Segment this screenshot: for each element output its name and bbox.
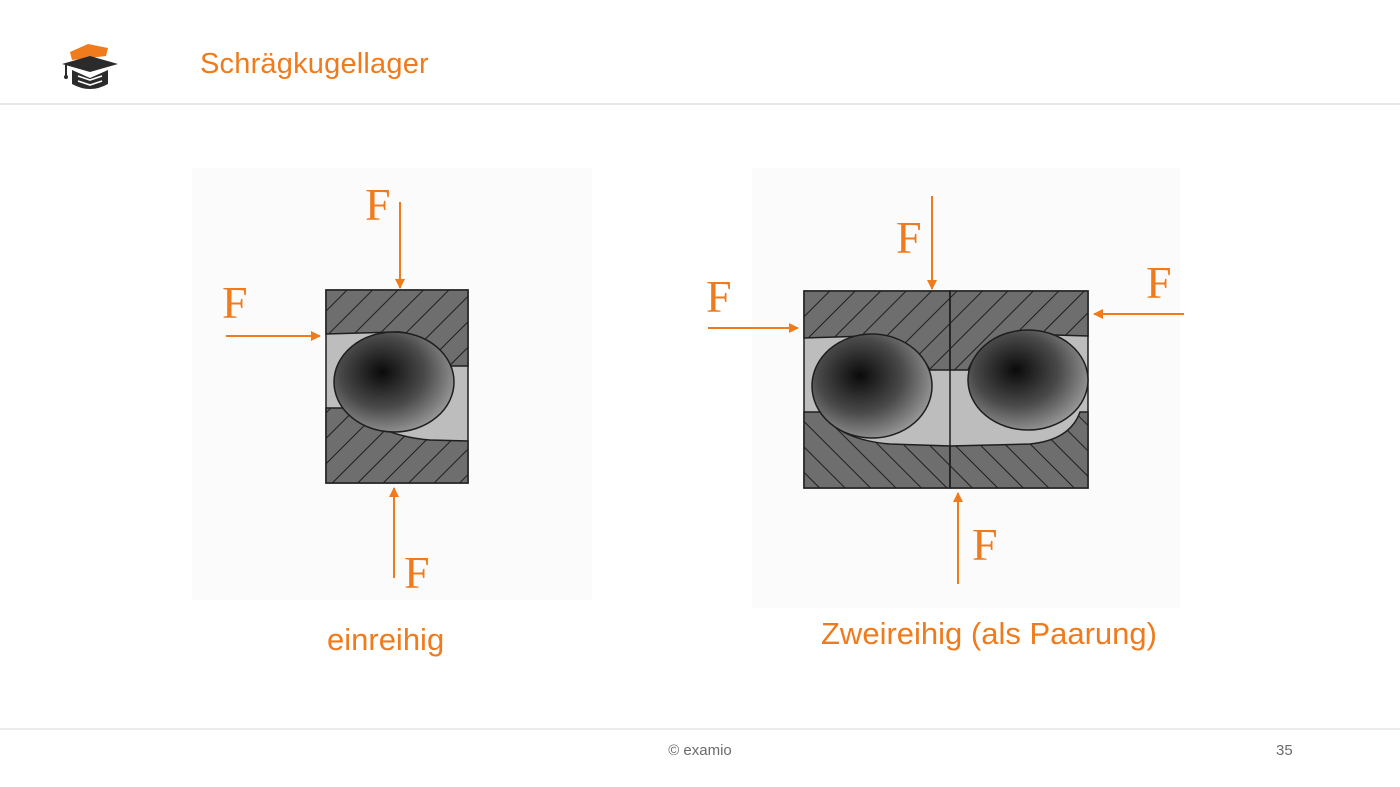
- caption-paired: Zweireihig (als Paarung): [821, 616, 1157, 651]
- force-label: F: [706, 271, 732, 322]
- single-row-bearing: [325, 289, 469, 484]
- paired-bearing: [803, 290, 1089, 489]
- footer-copyright: © examio: [668, 742, 732, 759]
- page-number: 35: [1276, 742, 1293, 759]
- slide-header: Schrägkugellager: [0, 0, 1400, 105]
- force-label: F: [222, 277, 248, 328]
- ball-left: [811, 333, 933, 439]
- force-label: F: [1146, 257, 1172, 308]
- footer-divider: [0, 728, 1400, 730]
- force-label: F: [365, 179, 391, 230]
- force-label: F: [404, 547, 430, 598]
- ball: [333, 331, 455, 433]
- graduation-cap-book-icon: [62, 44, 118, 89]
- inner-ring-right: [949, 411, 1089, 489]
- force-label: F: [896, 212, 922, 263]
- header-divider: [0, 103, 1400, 105]
- caption-single-row: einreihig: [327, 622, 445, 657]
- ball-right: [967, 329, 1089, 431]
- force-label: F: [972, 519, 998, 570]
- slide-title: Schrägkugellager: [200, 48, 429, 80]
